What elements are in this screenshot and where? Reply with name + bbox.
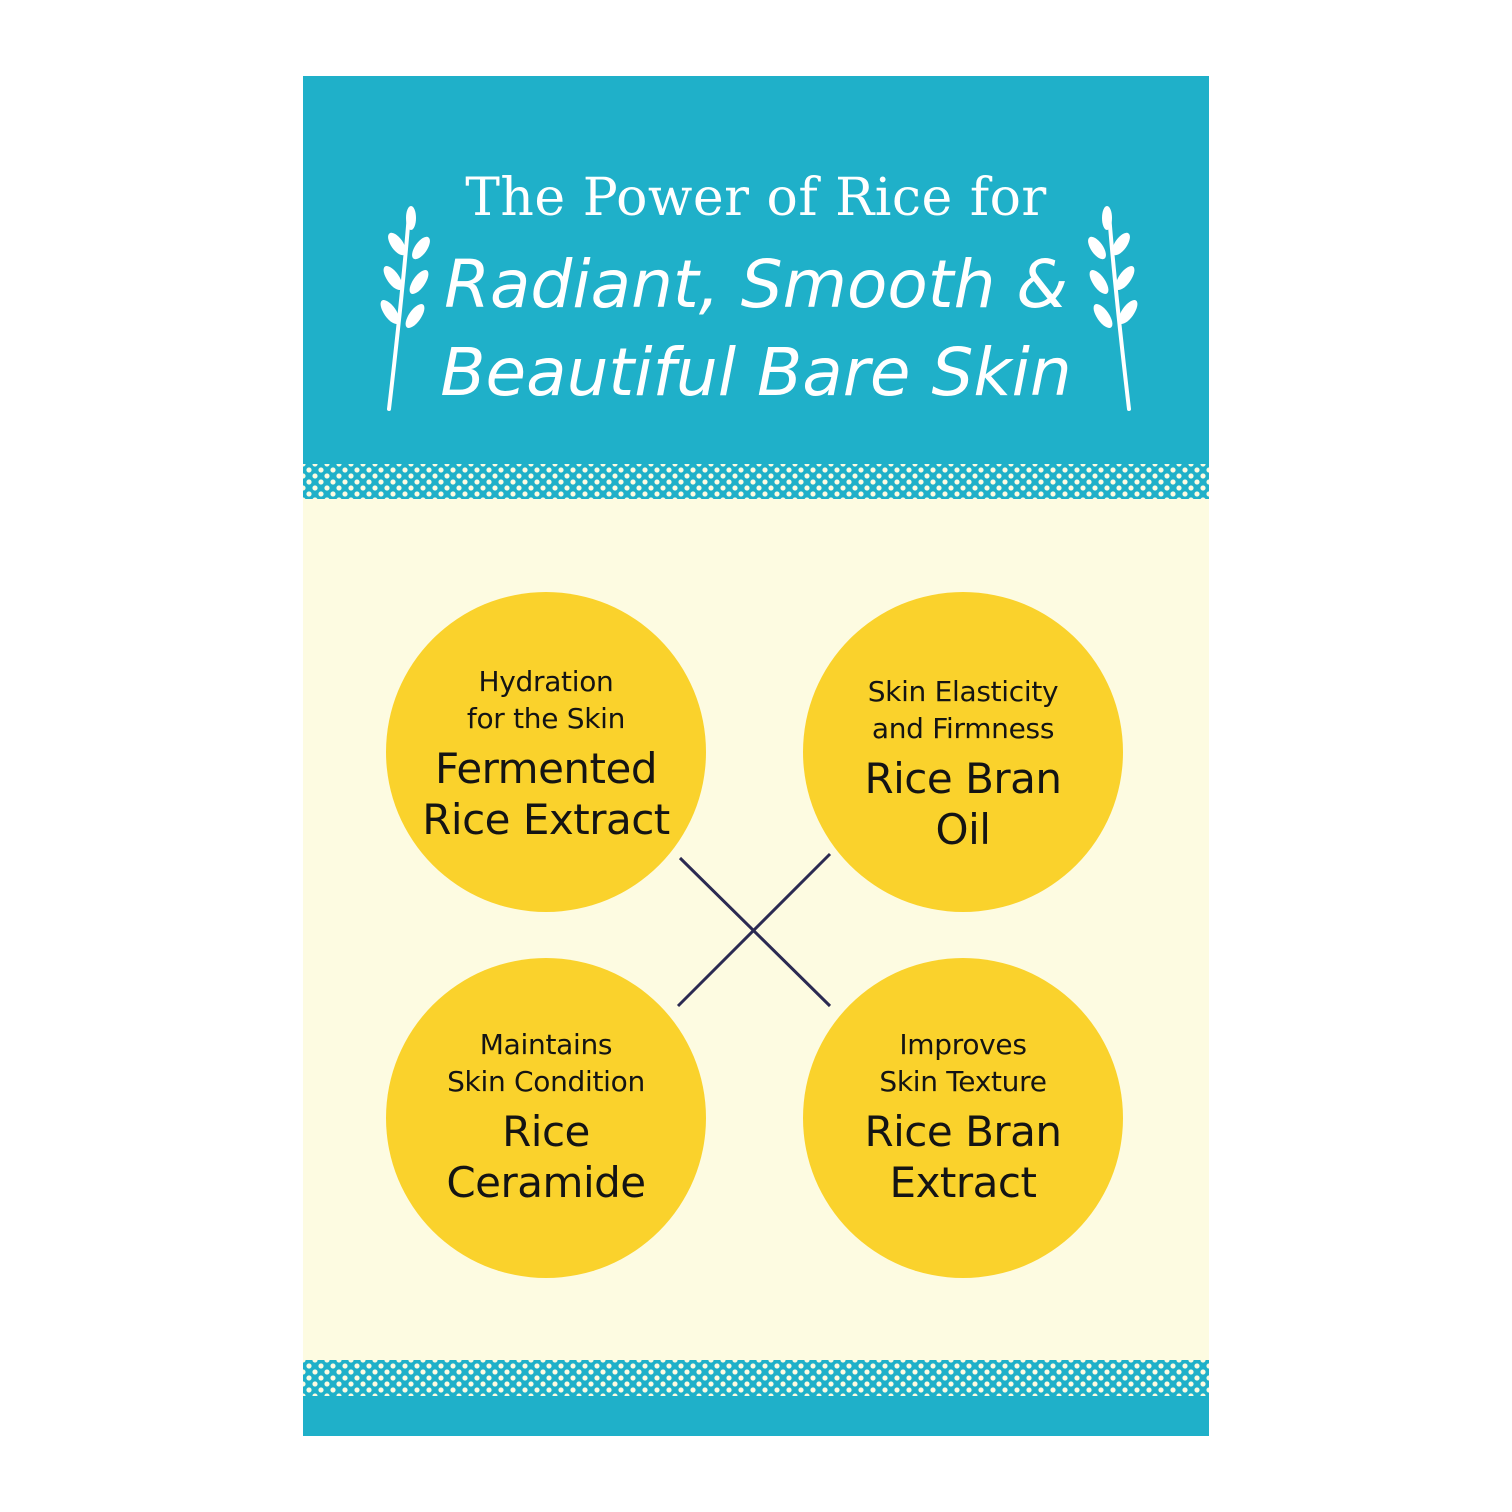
footer-bar <box>303 1396 1209 1436</box>
benefit-label: and Firmness <box>871 712 1055 745</box>
wheat-sprig-icon <box>1088 206 1138 411</box>
wheat-sprig-icon <box>380 206 430 411</box>
pattern-band-bottom <box>303 1360 1209 1396</box>
title-line-2: Radiant, Smooth & <box>444 246 1068 323</box>
ingredient-circle-fermented-rice-extract: Hydration for the Skin Fermented Rice Ex… <box>386 592 706 912</box>
benefit-label: Skin Condition <box>447 1065 645 1098</box>
benefit-label: Maintains <box>479 1028 613 1061</box>
ingredient-name: Rice Bran <box>864 754 1062 803</box>
title-line-1: The Power of Rice for <box>465 168 1047 228</box>
ingredient-name: Oil <box>935 805 991 854</box>
poster: The Power of Rice for Radiant, Smooth & … <box>303 76 1209 1436</box>
benefit-label: Hydration <box>478 665 614 698</box>
pattern-band-top <box>303 464 1209 499</box>
benefit-label: for the Skin <box>466 702 626 735</box>
title-line-3: Beautiful Bare Skin <box>440 334 1072 411</box>
ingredient-circle-rice-bran-oil: Skin Elasticity and Firmness Rice Bran O… <box>803 592 1123 912</box>
benefit-label: Skin Elasticity <box>867 675 1059 708</box>
ingredient-circle-rice-bran-extract: Improves Skin Texture Rice Bran Extract <box>803 958 1123 1278</box>
ingredient-name: Ceramide <box>446 1158 646 1207</box>
ingredient-name: Fermented <box>434 744 658 793</box>
benefit-label: Skin Texture <box>879 1065 1047 1098</box>
ingredient-circle-rice-ceramide: Maintains Skin Condition Rice Ceramide <box>386 958 706 1278</box>
benefit-label: Improves <box>899 1028 1027 1061</box>
ingredient-name: Extract <box>889 1158 1037 1207</box>
ingredient-name: Rice Bran <box>864 1107 1062 1156</box>
header-banner: The Power of Rice for Radiant, Smooth & … <box>303 76 1209 464</box>
ingredient-name: Rice Extract <box>422 795 670 844</box>
cross-connector <box>676 852 832 1008</box>
ingredient-name: Rice <box>502 1107 590 1156</box>
